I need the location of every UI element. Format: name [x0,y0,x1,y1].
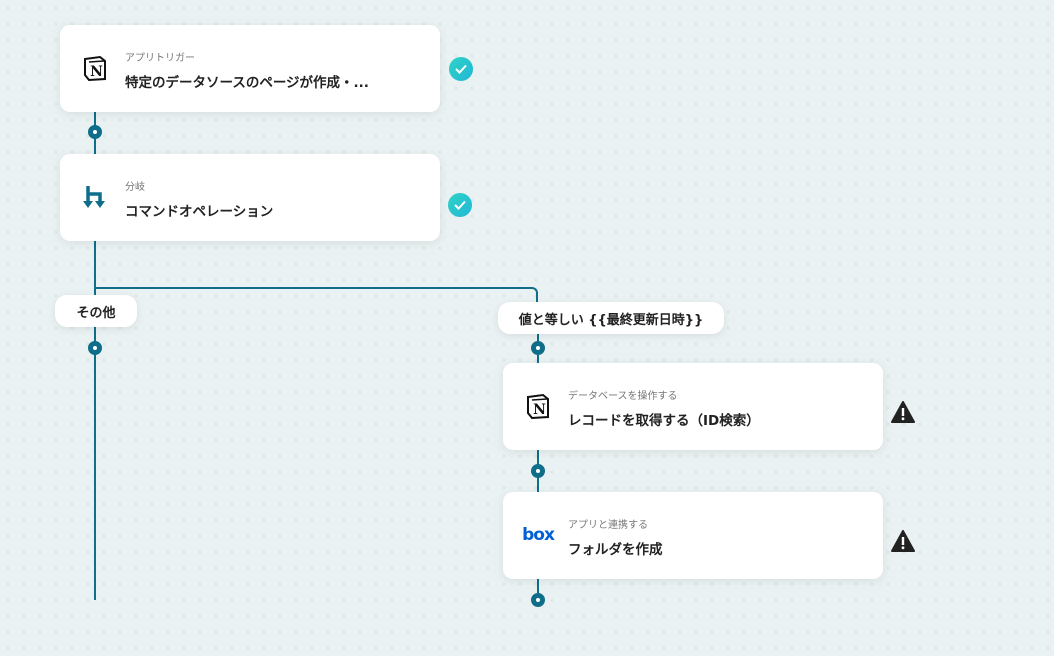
warning-icon [891,530,915,552]
box-logo: box [522,525,555,545]
step-card-trigger[interactable]: N アプリトリガー 特定のデータソースのページが作成・... [60,25,440,112]
step-subtitle: アプリトリガー [125,53,195,64]
branch-label-condition[interactable]: 値と等しい {{最終更新日時}} [498,302,724,334]
branch-label-other[interactable]: その他 [55,295,137,327]
step-title: 特定のデータソースのページが作成・... [125,75,369,91]
step-subtitle: データベースを操作する [568,391,678,402]
add-step-button[interactable] [531,593,545,607]
branch-connector [94,287,538,305]
step-card-create-folder[interactable]: box アプリと連携する フォルダを作成 [503,492,883,579]
add-step-button[interactable] [531,341,545,355]
step-subtitle: アプリと連携する [568,520,648,531]
box-icon: box [522,520,555,550]
step-title: コマンドオペレーション [125,204,274,220]
notion-icon: N [80,53,110,83]
add-step-button[interactable] [531,464,545,478]
step-subtitle: 分岐 [125,182,145,193]
add-step-button[interactable] [88,341,102,355]
check-icon [449,57,473,81]
branch-icon [80,182,110,212]
svg-text:N: N [533,402,546,418]
notion-icon: N [523,391,553,421]
step-title: フォルダを作成 [568,542,663,558]
check-icon [448,193,472,217]
svg-text:N: N [90,64,103,80]
step-card-get-record[interactable]: N データベースを操作する レコードを取得する（ID検索） [503,363,883,450]
add-step-button[interactable] [88,125,102,139]
step-title: レコードを取得する（ID検索） [568,413,760,429]
connector-line [94,112,96,600]
warning-icon [891,401,915,423]
step-card-branch[interactable]: 分岐 コマンドオペレーション [60,154,440,241]
